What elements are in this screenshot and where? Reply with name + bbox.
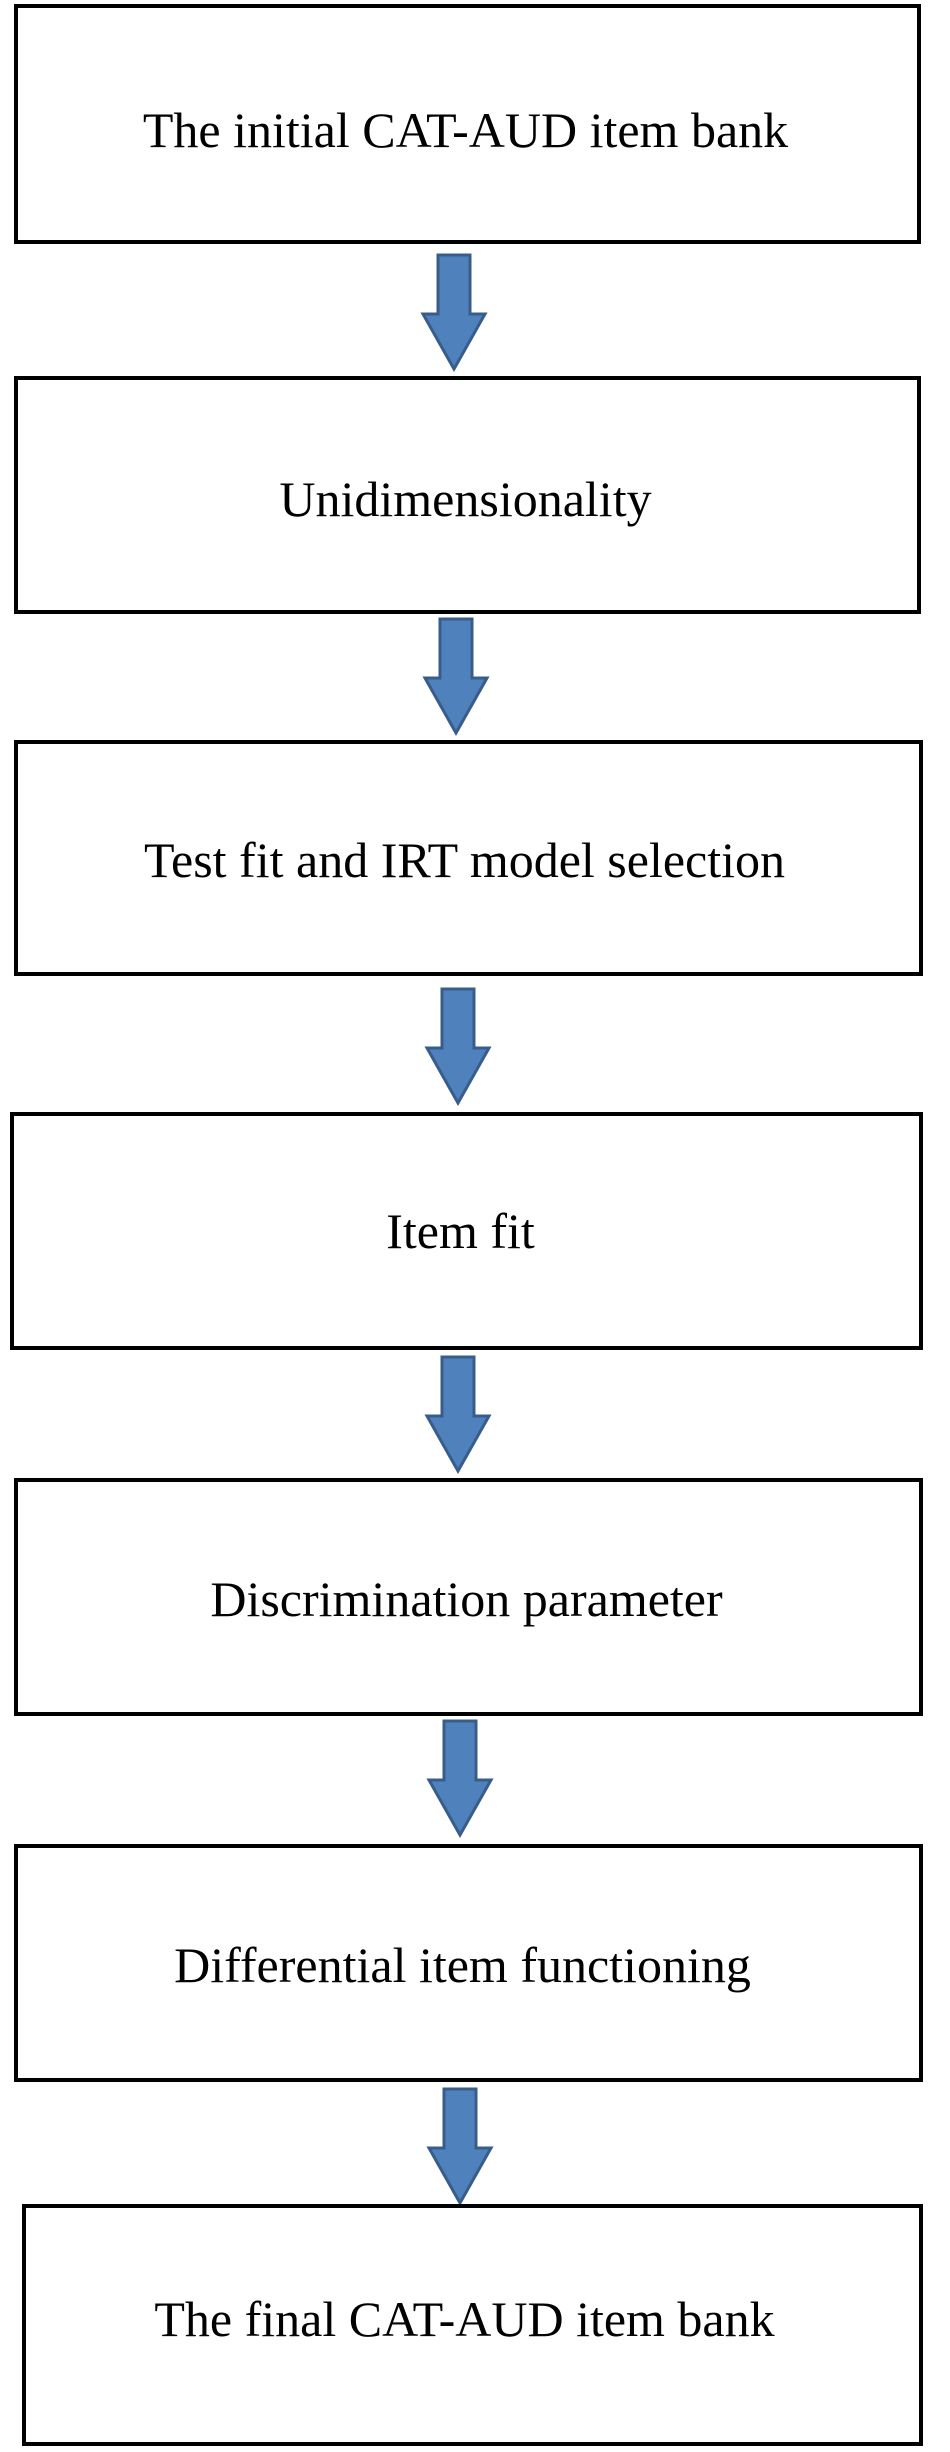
flow-step-label: Item fit bbox=[386, 1203, 535, 1259]
flow-step-label: Unidimensionality bbox=[279, 471, 652, 527]
flow-step-test-fit-model-selection: Test fit and IRT model selection bbox=[14, 740, 923, 976]
down-arrow-icon bbox=[426, 2087, 494, 2206]
flow-step-label: Test fit and IRT model selection bbox=[143, 832, 786, 888]
flow-step-final-item-bank: The final CAT-AUD item bank bbox=[22, 2204, 923, 2446]
flow-step-label: The final CAT-AUD item bank bbox=[154, 2291, 775, 2347]
flow-step-differential-item-functioning: Differential item functioning bbox=[14, 1844, 923, 2082]
flow-step-label: The initial CAT-AUD item bank bbox=[142, 102, 789, 158]
down-arrow-icon bbox=[422, 617, 490, 736]
down-arrow-icon bbox=[424, 1355, 492, 1474]
flow-step-initial-item-bank: The initial CAT-AUD item bank bbox=[14, 4, 921, 244]
down-arrow-icon bbox=[426, 1719, 494, 1838]
down-arrow-icon bbox=[424, 987, 492, 1106]
down-arrow-icon bbox=[420, 253, 488, 372]
flow-step-unidimensionality: Unidimensionality bbox=[14, 376, 921, 614]
flow-step-label: Differential item functioning bbox=[174, 1937, 751, 1993]
flow-step-label: Discrimination parameter bbox=[210, 1571, 723, 1627]
flow-step-discrimination-parameter: Discrimination parameter bbox=[14, 1478, 923, 1716]
flow-step-item-fit: Item fit bbox=[10, 1112, 923, 1350]
